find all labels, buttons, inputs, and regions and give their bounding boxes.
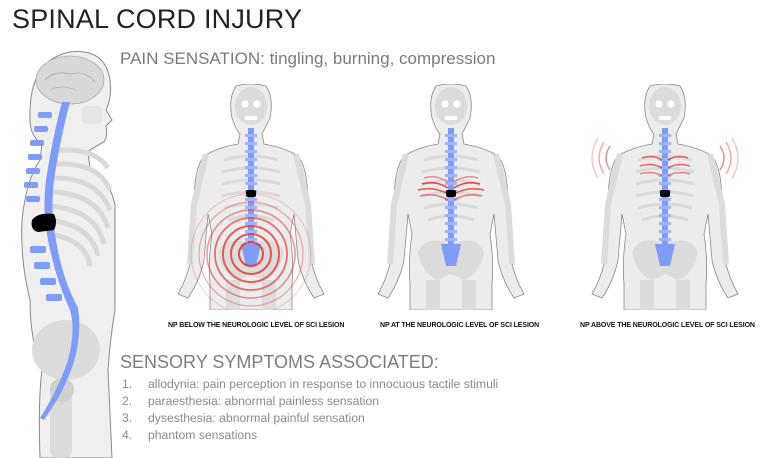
pain-waves-above-level [591,137,739,179]
list-item: 2.paraesthesia: abnormal painless sensat… [122,394,380,408]
spine [24,102,80,420]
list-item: 3.dysesthesia: abnormal painful sensatio… [122,411,365,425]
figure-at-level [366,84,536,310]
lesion-marker [446,190,456,197]
symptoms-list: 1.allodynia: pain perception in response… [122,376,498,444]
ribs [49,147,113,267]
brain [35,55,105,105]
lesion-marker [660,190,670,197]
lesion-marker [246,190,256,197]
page-title: SPINAL CORD INJURY [12,4,303,34]
caption-above-level: NP ABOVE THE NEUROLOGIC LEVEL OF SCI LES… [580,322,755,329]
list-item: 1.allodynia: pain perception in response… [122,377,499,391]
caption-below-level: NP BELOW THE NEUROLOGIC LEVEL OF SCI LES… [168,322,345,329]
figure-below-level [166,84,336,310]
lesion-marker [31,213,56,232]
figure-above-level [580,84,750,310]
skull-jaw [82,106,102,124]
pain-waves-at-level [417,175,485,201]
pain-sensation-subtitle: PAIN SENSATION: tingling, burning, compr… [120,49,496,68]
list-item: 4.phantom sensations [122,428,258,442]
caption-at-level: NP AT THE NEUROLOGIC LEVEL OF SCI LESION [380,322,540,329]
side-profile-spine-illustration [21,51,116,458]
symptoms-title: SENSORY SYMPTOMS ASSOCIATED: [120,352,439,372]
